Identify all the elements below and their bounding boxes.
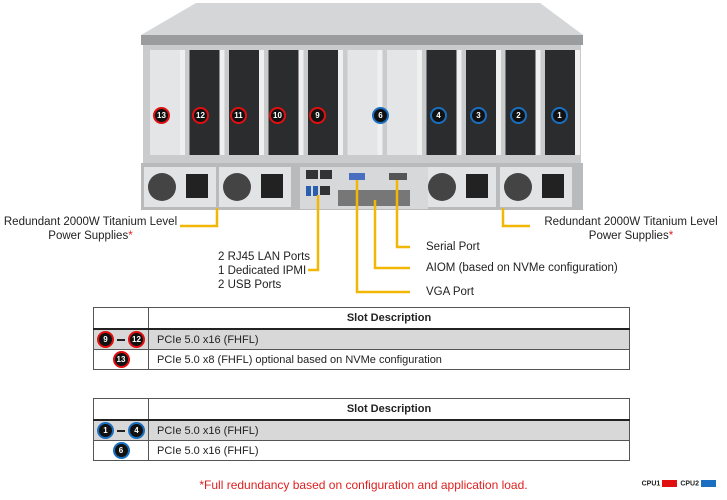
ipmi-port [320,186,330,195]
serial-port [389,173,407,180]
vent-strip [141,35,583,45]
slot-divider [180,50,185,155]
pcie-slot-bracket [189,50,220,155]
slot-badge-9: 9 [309,107,326,124]
slot-badge-1: 1 [551,107,568,124]
slot-badge-3: 3 [470,107,487,124]
pcie-slot-bracket [150,50,180,155]
power-inlet [542,174,564,198]
slot-badge-2: 2 [510,107,527,124]
slot-divider [496,50,501,155]
psu-fan-icon [148,173,176,201]
slot-divider [456,50,462,155]
pcie-slot-bracket [545,50,575,155]
pcie-slot-bracket [466,50,496,155]
slot-badge-6: 6 [372,107,389,124]
slot-divider [575,50,580,155]
cpu1-swatch [662,480,678,487]
slot-divider [417,50,422,155]
cpu2-swatch [701,480,716,487]
power-inlet [466,174,488,198]
pcie-slot-bracket [505,50,536,155]
slot-divider [259,50,264,155]
slot-badge-4: 4 [430,107,447,124]
serial-port-label: Serial Port [426,241,480,253]
psu-fan-icon [504,173,532,201]
rj45-port [320,170,332,179]
slot-divider [219,50,225,155]
power-inlet [186,174,208,198]
footnote: *Full redundancy based on configuration … [199,478,528,492]
pcie-slot-bracket [347,50,378,155]
power-inlet [261,174,283,198]
table-header: Slot Description [148,398,630,421]
pcie-slot-bracket [229,50,259,155]
aiom-label: AIOM (based on NVMe configuration) [426,262,618,274]
pcie-slot-bracket [268,50,299,155]
pcie-slot-bracket [308,50,338,155]
usb-port [306,186,311,196]
server-chassis-rear [141,3,583,294]
table-header: Slot Description [148,307,630,330]
psu-fan-icon [223,173,251,201]
psu-fan-icon [428,173,456,201]
slot-divider [298,50,304,155]
callout-lines [180,180,530,294]
slot-divider [338,50,343,155]
usb-port [313,186,318,196]
chassis-lid [141,3,583,35]
slot-badge-10: 10 [269,107,286,124]
vga-port-label: VGA Port [426,286,474,298]
pcie-slot-bracket [426,50,457,155]
slot-badge-12: 12 [192,107,209,124]
slot-badge-13: 13 [153,107,170,124]
rj45-port [306,170,318,179]
slot-badge-11: 11 [230,107,247,124]
slot-divider [535,50,541,155]
pcie-slot-bracket [387,50,417,155]
vga-port [349,173,365,180]
slot-divider [377,50,383,155]
